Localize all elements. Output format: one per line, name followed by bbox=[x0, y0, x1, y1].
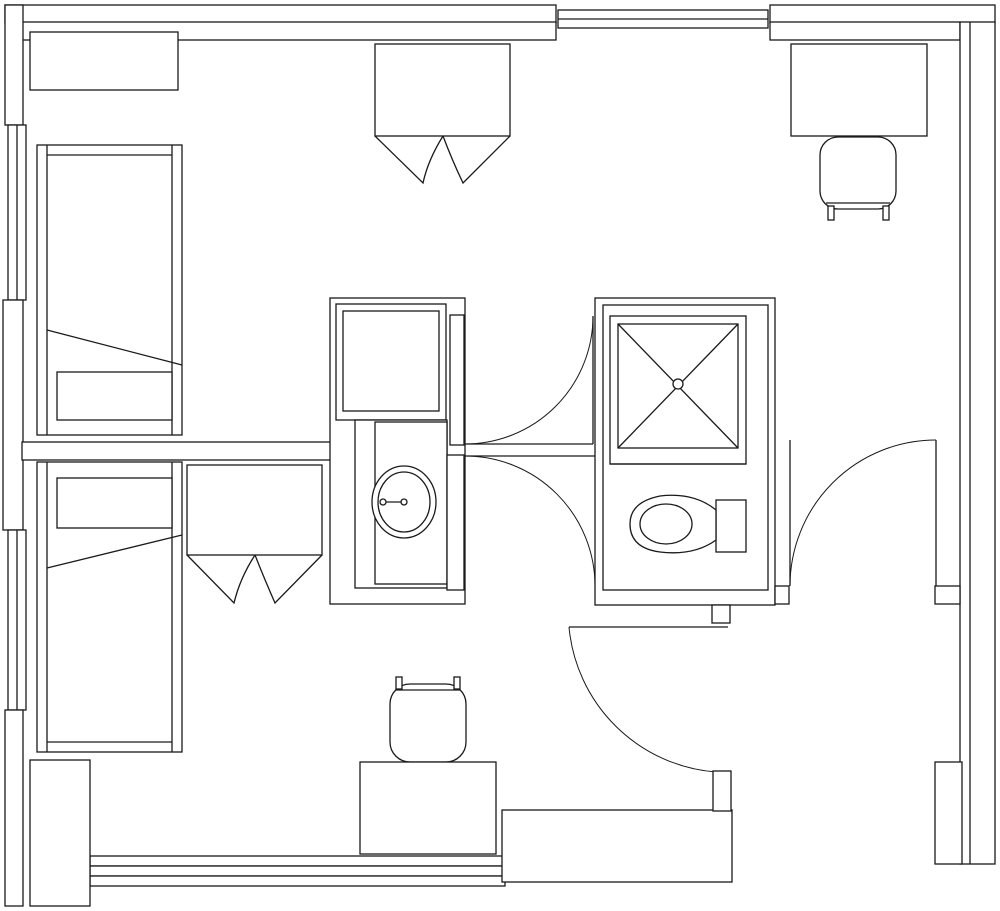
toilet bbox=[629, 494, 747, 554]
left-wall-top bbox=[4, 4, 24, 126]
chair-leg bbox=[882, 205, 890, 221]
chair-seat bbox=[389, 683, 467, 763]
right-wall-column bbox=[934, 761, 963, 865]
closet-door[interactable] bbox=[464, 315, 594, 445]
bed-pillow bbox=[56, 371, 173, 421]
desk-top-right bbox=[790, 43, 928, 137]
chair-top-right bbox=[819, 136, 897, 221]
closet-vanity-block bbox=[329, 297, 466, 605]
exterior-walls bbox=[2, 4, 996, 907]
wardrobe-door-right bbox=[442, 135, 511, 185]
right-wall bbox=[959, 21, 996, 865]
bathroom-door-swing-arc bbox=[464, 455, 596, 587]
sink-handle-icon bbox=[379, 498, 387, 506]
sink-drain-icon bbox=[400, 498, 408, 506]
top-wall-right-inner bbox=[769, 21, 961, 41]
chair-bottom bbox=[389, 676, 467, 763]
dresser-bottom-center bbox=[501, 809, 733, 883]
chair-leg bbox=[453, 676, 461, 690]
wardrobe-top bbox=[374, 43, 511, 185]
wardrobe-door-left bbox=[186, 554, 256, 605]
dresser-bottom-left bbox=[29, 759, 91, 907]
wardrobe-body bbox=[374, 43, 511, 137]
vanity-side-jamb bbox=[446, 454, 465, 591]
closet-door-jamb bbox=[449, 314, 465, 446]
entry-door-swing-arc bbox=[568, 626, 717, 773]
bottom-wall bbox=[89, 875, 506, 887]
wardrobe-bottom bbox=[186, 464, 323, 605]
wardrobe-door-left bbox=[374, 135, 444, 185]
entry-door-jamb bbox=[712, 770, 732, 812]
chair-seat bbox=[819, 136, 897, 210]
bottom-window-lower bbox=[89, 865, 506, 877]
entry-door[interactable] bbox=[568, 626, 732, 812]
top-wall-left bbox=[4, 4, 557, 24]
bed-pillow bbox=[56, 477, 173, 529]
hallway-door[interactable] bbox=[774, 439, 961, 605]
closet-door-swing-arc bbox=[464, 315, 594, 445]
top-wall-right bbox=[769, 4, 996, 24]
chair-leg bbox=[827, 205, 835, 221]
wardrobe-body bbox=[186, 464, 323, 556]
desk-bottom bbox=[359, 761, 497, 855]
bottom-window-upper bbox=[89, 855, 506, 867]
left-wall-middle bbox=[2, 299, 24, 531]
closet-inner bbox=[342, 310, 440, 412]
chair-leg bbox=[395, 676, 403, 690]
bed-partition-wall bbox=[21, 441, 333, 461]
bed-blanket-fold bbox=[46, 329, 183, 366]
bed-blanket-fold bbox=[46, 534, 183, 569]
bathroom bbox=[594, 297, 776, 624]
bathroom-step bbox=[711, 604, 731, 624]
toilet-tank bbox=[715, 499, 747, 553]
bed-top bbox=[36, 144, 183, 436]
bathroom-door[interactable] bbox=[464, 455, 596, 587]
toilet-seat bbox=[639, 503, 693, 545]
wardrobe-door-right bbox=[254, 554, 323, 605]
hallway-door-swing-arc bbox=[789, 439, 937, 587]
dresser-top-left bbox=[29, 31, 179, 91]
shower-drain-icon bbox=[672, 378, 684, 390]
left-wall-bottom bbox=[4, 709, 24, 907]
bed-bottom bbox=[36, 461, 183, 753]
